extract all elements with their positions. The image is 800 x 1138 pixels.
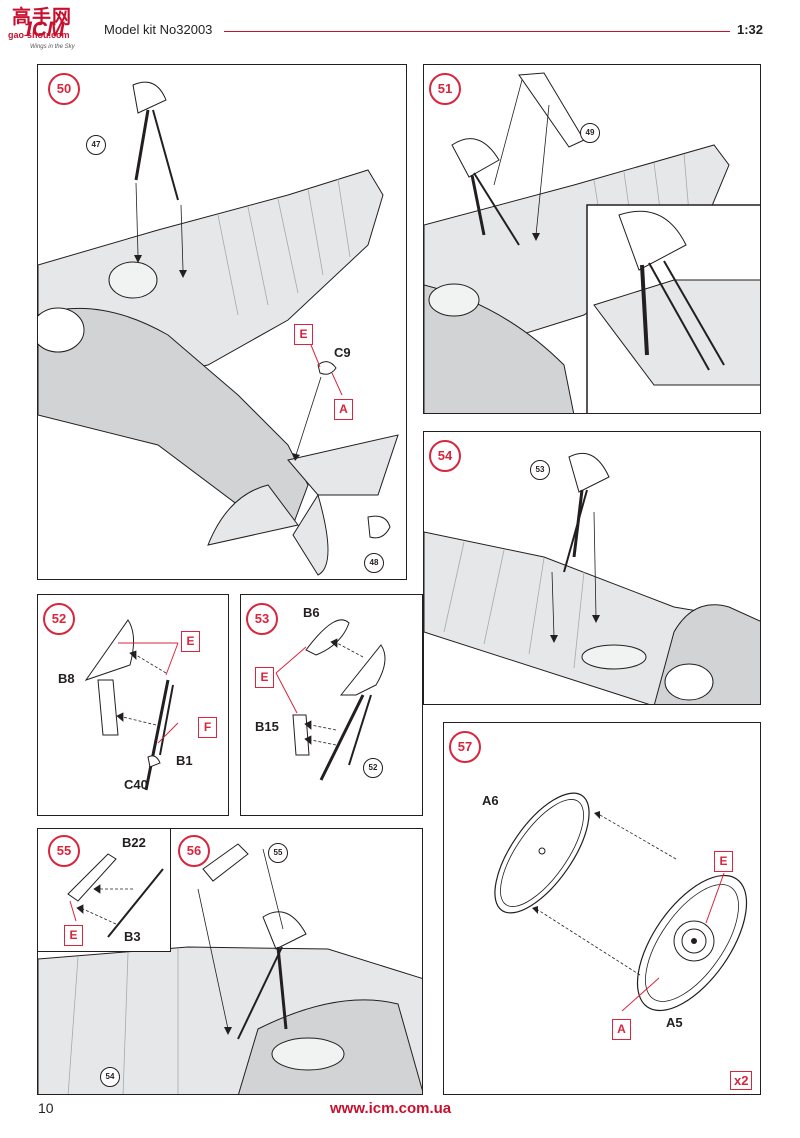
paint-code-box: E — [255, 667, 274, 688]
reference-step-badge: 55 — [268, 843, 288, 863]
step-57-panel: 57 A6 A5 E A x2 — [443, 722, 761, 1095]
step-52-illustration — [84, 619, 179, 791]
paint-code-box: E — [714, 851, 733, 872]
paint-code-box: E — [294, 324, 313, 345]
part-label-b1: B1 — [176, 753, 193, 768]
reference-step-badge: 54 — [100, 1067, 120, 1087]
part-label-b8: B8 — [58, 671, 75, 686]
step-number-badge: 55 — [48, 835, 80, 867]
step-50-illustration — [38, 81, 399, 576]
reference-step-badge: 49 — [580, 123, 600, 143]
step-56-illustration — [38, 843, 422, 1094]
part-label-c9: C9 — [334, 345, 351, 360]
kit-title: Model kit No32003 — [104, 22, 213, 37]
step-53-panel: 53 52 B6 B15 E — [240, 594, 423, 816]
part-label-a5: A5 — [666, 1015, 683, 1030]
header-divider — [224, 31, 730, 32]
reference-step-badge: 53 — [530, 460, 550, 480]
reference-step-badge: 48 — [364, 553, 384, 573]
page-number: 10 — [38, 1100, 54, 1116]
step-55-panel: 55 B22 B3 E — [37, 828, 171, 952]
step-number-badge: 56 — [178, 835, 210, 867]
logo-brand: ICM — [26, 18, 65, 41]
step-number-badge: 57 — [449, 731, 481, 763]
step-number-badge: 50 — [48, 73, 80, 105]
paint-code-box: A — [612, 1019, 631, 1040]
paint-code-box: E — [181, 631, 200, 652]
step-55-illustration — [67, 853, 164, 938]
step-51-panel: 51 49 — [423, 64, 761, 414]
step-57-illustration — [494, 792, 748, 1012]
reference-step-badge: 47 — [86, 135, 106, 155]
kit-scale: 1:32 — [737, 22, 764, 37]
part-label-b22: B22 — [122, 835, 146, 850]
logo-tagline: Wings in the Sky — [30, 44, 75, 50]
step-number-badge: 54 — [429, 440, 461, 472]
step-54-illustration — [424, 452, 760, 704]
paint-code-box: E — [64, 925, 83, 946]
step-52-panel: 52 B8 B1 C40 E F — [37, 594, 229, 816]
logo-watermark-cn: 高手网 — [12, 7, 73, 28]
paint-code-box: A — [334, 399, 353, 420]
step-51-illustration — [424, 72, 760, 413]
reference-step-badge: 52 — [363, 758, 383, 778]
step-50-panel: 50 47 48 C9 E A — [37, 64, 407, 580]
step-54-panel: 54 53 — [423, 431, 761, 705]
step-number-badge: 52 — [43, 603, 75, 635]
step-number-badge: 51 — [429, 73, 461, 105]
footer-website-link[interactable]: www.icm.com.ua — [330, 1100, 452, 1117]
part-label-b3: B3 — [124, 929, 141, 944]
step-53-illustration — [275, 619, 386, 781]
part-label-b6: B6 — [303, 605, 320, 620]
part-label-b15: B15 — [255, 719, 279, 734]
paint-code-box: F — [198, 717, 217, 738]
step-number-badge: 53 — [246, 603, 278, 635]
part-label-c40: C40 — [124, 777, 148, 792]
part-label-a6: A6 — [482, 793, 499, 808]
quantity-multiplier: x2 — [730, 1071, 753, 1090]
logo-url: gao-shou.com — [8, 30, 70, 40]
